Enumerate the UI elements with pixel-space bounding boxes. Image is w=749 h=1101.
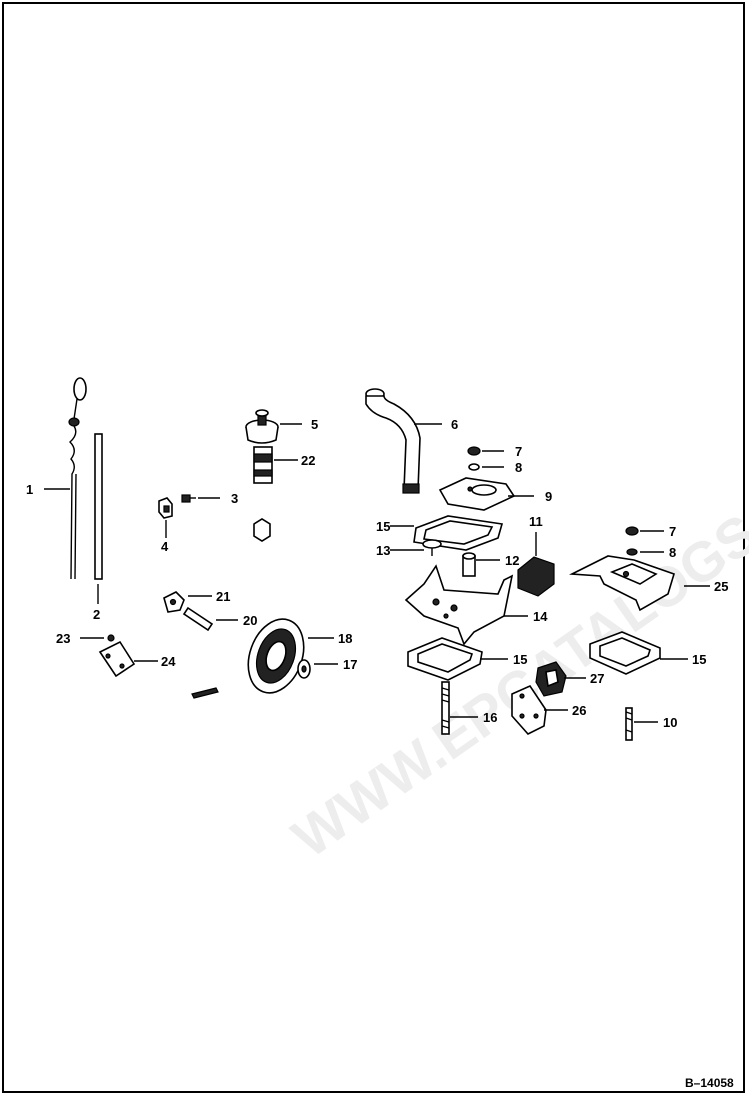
part-washer-upper (468, 463, 480, 471)
callout-14: 14 (533, 609, 548, 624)
part-cover-plate (511, 684, 547, 735)
part-filter-screen (517, 556, 555, 597)
callout-8-right: 8 (669, 545, 676, 560)
part-stud-right (625, 707, 633, 741)
callout-1: 1 (26, 482, 33, 497)
callout-labels: 1 2 3 4 5 22 6 7 8 9 11 12 13 14 15 15 1… (26, 417, 728, 730)
callout-7-upper: 7 (515, 444, 522, 459)
part-valve-cover (438, 477, 516, 511)
part-gear (247, 618, 305, 694)
part-small-screw (107, 634, 115, 642)
callout-15-right: 15 (692, 652, 706, 667)
exploded-parts-diagram: WWW.EPCATALOGS.COM (26, 377, 749, 1090)
part-screw (422, 539, 442, 556)
part-key-pin (191, 687, 219, 699)
part-oil-pan (404, 564, 514, 646)
part-clamp-bracket (158, 497, 173, 519)
callout-12: 12 (505, 553, 519, 568)
part-breather-tube (365, 388, 421, 494)
callout-16: 16 (483, 710, 497, 725)
part-nut-right (625, 526, 639, 536)
callout-22: 22 (301, 453, 315, 468)
callout-17: 17 (343, 657, 357, 672)
callout-18: 18 (338, 631, 352, 646)
part-pump-shaft-lock (163, 591, 185, 613)
part-pump-plate (98, 640, 136, 678)
callout-21: 21 (216, 589, 230, 604)
callout-5: 5 (311, 417, 318, 432)
callout-9: 9 (545, 489, 552, 504)
part-gasket-right (589, 631, 661, 675)
part-gasket-center (407, 637, 483, 681)
part-nut-upper (467, 446, 481, 456)
callout-25: 25 (714, 579, 728, 594)
callout-23: 23 (56, 631, 70, 646)
callout-2: 2 (93, 607, 100, 622)
part-filler-neck (253, 446, 273, 484)
part-pump-shaft (182, 606, 214, 632)
callout-11: 11 (529, 514, 543, 529)
part-filler-cap (245, 409, 279, 444)
callout-4: 4 (161, 539, 169, 554)
callout-26: 26 (572, 703, 586, 718)
callout-7-right: 7 (669, 524, 676, 539)
part-drain-plug (253, 518, 271, 542)
callout-15-upper: 15 (376, 519, 390, 534)
part-sleeve (462, 552, 476, 577)
callout-20: 20 (243, 613, 257, 628)
part-washer-right (626, 548, 638, 556)
part-thrust-washer (297, 659, 311, 679)
part-bracket-plate (569, 555, 675, 612)
leader-lines (44, 423, 710, 723)
callout-8-upper: 8 (515, 460, 522, 475)
figure-reference: B–14058 (685, 1076, 734, 1090)
callout-27: 27 (590, 671, 604, 686)
callout-24: 24 (161, 654, 176, 669)
callout-6: 6 (451, 417, 458, 432)
part-dipstick-tube (94, 433, 103, 580)
part-bolt (181, 494, 196, 503)
part-dipstick (68, 377, 87, 580)
callout-15-center: 15 (513, 652, 527, 667)
callout-10: 10 (663, 715, 677, 730)
callout-13: 13 (376, 543, 390, 558)
callout-3: 3 (231, 491, 238, 506)
part-small-gasket (535, 661, 567, 697)
part-stud (441, 681, 450, 735)
